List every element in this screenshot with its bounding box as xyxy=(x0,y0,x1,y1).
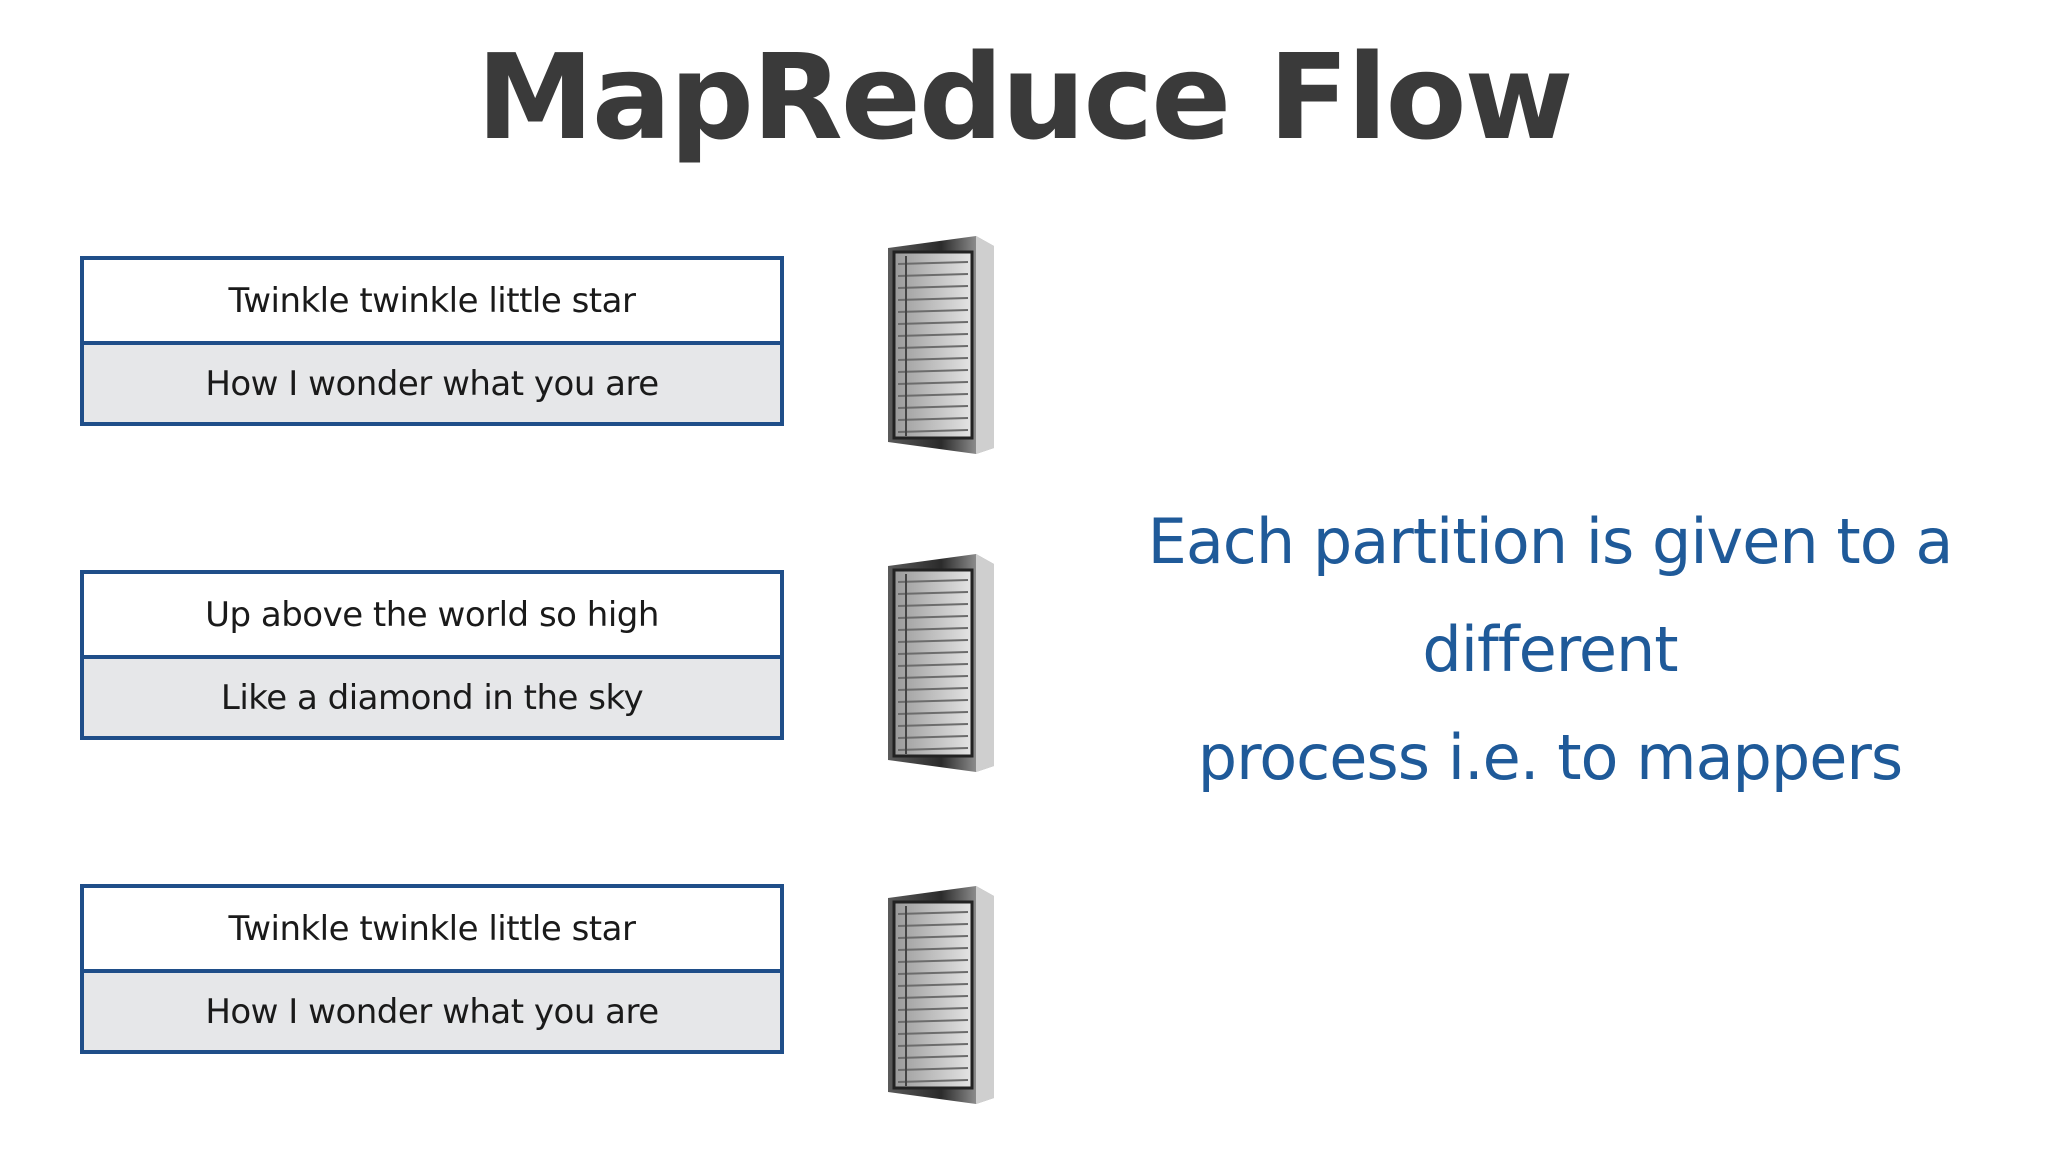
server-icon xyxy=(888,886,994,1104)
caption-line: Each partition is given to a different xyxy=(1147,505,1954,686)
partition-block: Twinkle twinkle little star How I wonder… xyxy=(80,884,784,1054)
partition-block: Twinkle twinkle little star How I wonder… xyxy=(80,256,784,426)
partition-line: Up above the world so high xyxy=(205,594,659,635)
partition-line: Like a diamond in the sky xyxy=(84,655,780,736)
partition-line: How I wonder what you are xyxy=(84,969,780,1050)
partition-line: How I wonder what you are xyxy=(84,341,780,422)
partition-block: Up above the world so high Like a diamon… xyxy=(80,570,784,740)
server-icon xyxy=(888,236,994,454)
server-icon xyxy=(888,554,994,772)
slide-title: MapReduce Flow xyxy=(476,28,1573,166)
caption-text: Each partition is given to a different p… xyxy=(1080,488,2020,812)
caption-line: process i.e. to mappers xyxy=(1197,721,1903,794)
partition-line: Twinkle twinkle little star xyxy=(228,280,636,321)
partition-line: Twinkle twinkle little star xyxy=(228,908,636,949)
